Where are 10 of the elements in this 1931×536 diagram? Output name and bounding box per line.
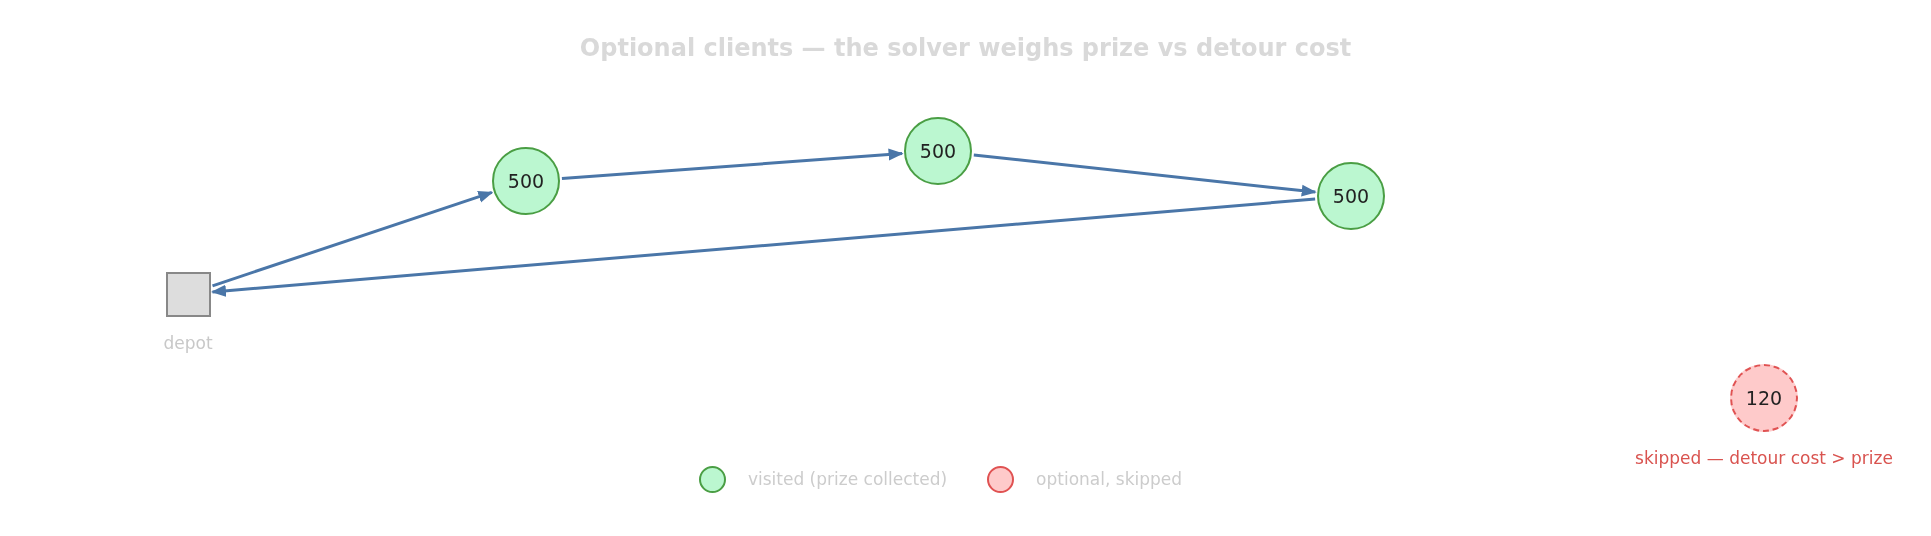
arrow [973,153,1317,197]
prize-value: 500 [1332,183,1370,209]
prize-value: 500 [919,138,957,164]
arrow [561,148,904,180]
node-caption: skipped — detour cost > prize [1635,447,1893,470]
prize-value: 120 [1745,385,1783,411]
arrow [212,191,494,288]
arrow [211,197,1316,297]
prize-value: 500 [507,168,545,194]
depot-box [165,271,211,317]
